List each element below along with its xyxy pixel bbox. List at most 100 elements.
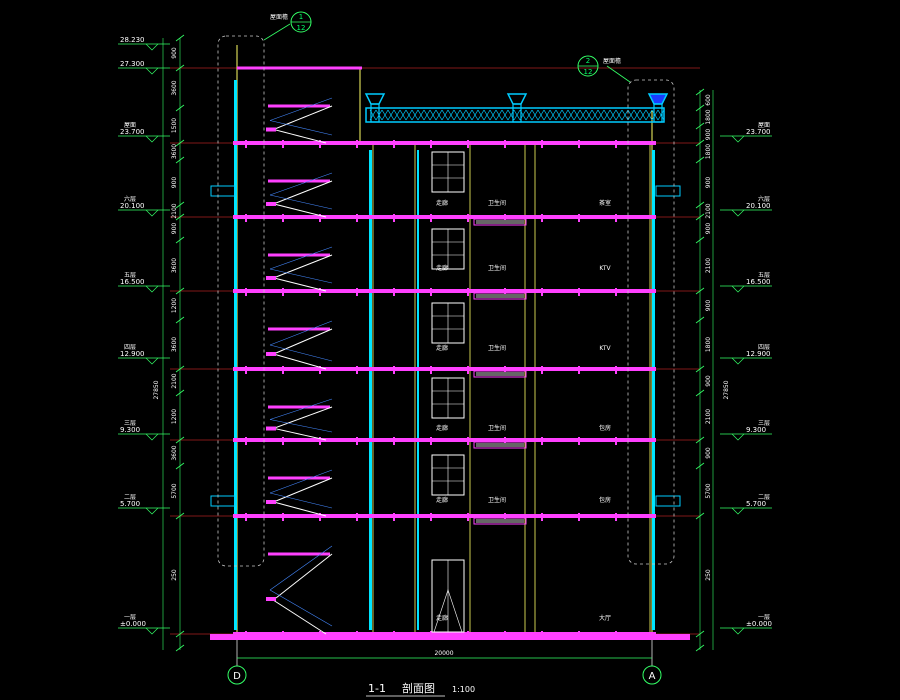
parapet-lattice [597,109,605,121]
level-value-left: ±0.000 [120,620,146,628]
parapet-lattice [501,109,509,121]
parapet-lattice [555,109,563,121]
dim-tick-right [695,389,705,397]
level-triangle-left [145,285,159,293]
parapet-lattice [393,109,401,121]
slab-beam [356,437,358,445]
parapet-lattice [561,109,569,121]
parapet-lattice [591,109,599,121]
stair-flight [275,553,333,599]
dim-tick-left [175,389,185,397]
parapet-lattice [537,109,545,121]
stair-flight [275,105,333,129]
slab-beam [356,366,358,374]
dim-tick-right [695,512,705,520]
parapet-lattice [447,109,455,121]
parapet-lattice [423,109,431,121]
slab-beam [578,140,580,148]
level-value-right: 5.700 [746,500,766,508]
parapet-lattice [489,109,497,121]
slab-beam [541,214,543,222]
dim-tick-right [695,213,705,221]
level-triangle-left [145,67,159,75]
dim-tick-right [695,644,705,652]
slab-beam [615,513,617,521]
detail-callout-left: 1 12 屋面檐 [217,11,312,567]
slab-beam [467,437,469,445]
building-structure [210,45,690,640]
dim-text-right: 5700 [705,483,712,498]
dim-text-right: 2100 [705,203,712,218]
parapet-lattice [435,109,443,121]
slab-beam [578,366,580,374]
total-height-left: 27850 [153,380,160,399]
floor-slab [233,141,656,145]
level-triangle-right [731,627,745,635]
room-label: 卫生间 [488,199,506,207]
dim-text-left: 2100 [171,203,178,218]
level-value-left: 12.900 [120,350,145,358]
parapet-lattice [567,109,575,121]
parapet-lattice [477,109,485,121]
slab-beam [615,140,617,148]
dim-tick-right [695,156,705,164]
wc-ceiling-box [473,370,527,378]
level-name-left: 六层 [124,195,136,203]
glass-right [652,150,655,630]
level-triangle-right [731,209,745,217]
slab-beam [319,140,321,148]
slab-beam [245,140,247,148]
ground-slab [210,634,690,640]
parapet-lattice [639,109,647,121]
level-value-left: 20.100 [120,202,145,210]
dim-text-right: 1800 [705,337,712,352]
stair-flight [269,427,327,441]
dim-text-left: 250 [171,569,178,581]
slab-beam [541,513,543,521]
parapet-lattice [381,109,389,121]
dim-tick-left [175,236,185,244]
level-name-right: 屋面 [758,122,770,129]
stair-flight [269,500,327,517]
dim-tick-left [175,139,185,147]
wc-ceiling-hatch [476,519,524,523]
stair-landing-beam [266,276,276,280]
slab-beam [393,437,395,445]
slab-beam [282,437,284,445]
stair-railing [269,246,333,270]
stair-flight [275,180,333,204]
wc-ceiling-hatch [476,294,524,298]
stair-landing-beam [266,426,276,431]
room-label: 卫生间 [488,344,506,352]
parapet-lattice [429,109,437,121]
stair-railing [269,344,333,362]
level-triangle-right [731,433,745,441]
dim-tick-right [695,316,705,324]
slab-beam [282,288,284,296]
level-triangle-left [145,433,159,441]
dim-text-left: 1500 [171,118,178,133]
dim-text-right: 900 [705,223,712,235]
parapet-lattice [549,109,557,121]
stair-flight [269,128,327,144]
parapet-lattice [615,109,623,121]
room-label: 走廊 [436,614,448,622]
dim-tick-right [695,88,705,96]
level-value-right: 16.500 [746,278,771,286]
level-markers: 28.23027.300屋面23.700六层20.100五层16.500四层12… [118,36,772,635]
parapet-lattice [411,109,419,121]
stair-railing [269,398,333,420]
parapet-lattice [387,109,395,121]
stair-flight [269,352,327,370]
floor-slab [233,514,656,518]
parapet-lattice [609,109,617,121]
parapet-lattice [645,109,653,121]
level-value-left: 23.700 [120,128,145,136]
level-triangle-left [145,135,159,143]
slab-beam [393,140,395,148]
detail-left-sheet: 12 [297,24,306,32]
room-label: 走廊 [436,424,448,432]
slab-beam [430,214,432,222]
slab-beam [615,214,617,222]
dim-tick-left [175,201,185,209]
